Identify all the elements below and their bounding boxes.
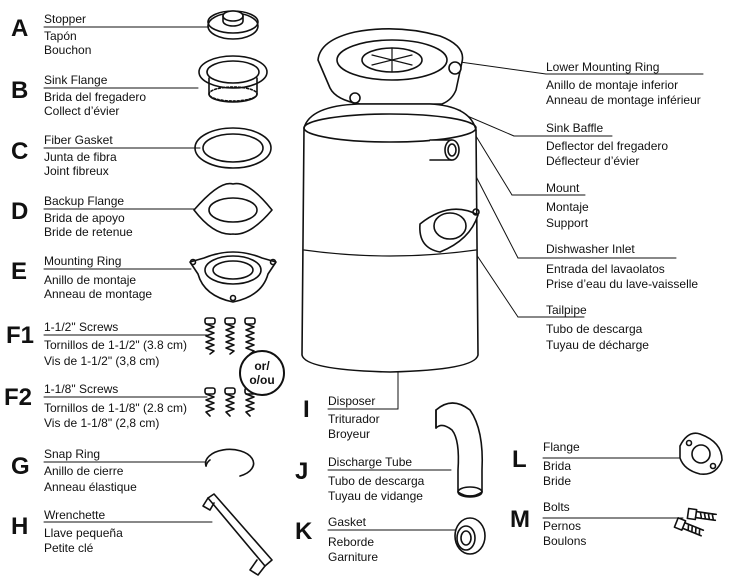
label-short-screws: 1-1/8" Screws xyxy=(44,382,119,396)
label-tailpipe-fr: Tuyau de décharge xyxy=(546,338,649,352)
label-snap-ring-fr: Anneau élastique xyxy=(44,480,137,494)
label-sink-flange-es: Brida del fregadero xyxy=(44,90,147,104)
label-sink-baffle-fr: Déflecteur d’évier xyxy=(546,154,640,168)
wrenchette-illustration xyxy=(202,493,273,576)
discharge-tube-illustration xyxy=(435,402,484,498)
gasket-illustration xyxy=(454,517,486,555)
letter-d: D xyxy=(11,198,29,225)
stopper-illustration xyxy=(207,10,259,40)
label-dishwasher-inlet-fr: Prise d’eau du lave-vaisselle xyxy=(546,277,699,291)
label-flange-fr: Bride xyxy=(543,474,572,488)
letter-c: C xyxy=(11,138,29,165)
backup-flange-illustration xyxy=(193,182,273,235)
label-backup-flange-fr: Bride de retenue xyxy=(44,225,133,239)
label-disposer-es: Triturador xyxy=(328,412,380,426)
label-backup-flange-es: Brida de apoyo xyxy=(44,211,125,225)
label-discharge-tube-fr: Tuyau de vidange xyxy=(328,489,423,503)
letter-k: K xyxy=(295,518,313,545)
label-sink-flange-fr: Collect d’évier xyxy=(44,104,120,118)
letter-h: H xyxy=(11,513,29,540)
label-gasket-es: Reborde xyxy=(328,535,375,549)
letter-f1: F1 xyxy=(6,322,35,349)
sink-flange-illustration xyxy=(198,55,268,103)
letter-b: B xyxy=(11,77,29,104)
label-stopper: Stopper xyxy=(44,12,87,26)
label-short-screws-fr: Vis de 1-1/8" (2,8 cm) xyxy=(44,416,160,430)
label-sink-flange: Sink Flange xyxy=(44,73,108,87)
letter-e: E xyxy=(11,258,28,285)
label-backup-flange: Backup Flange xyxy=(44,194,125,208)
label-lower-mounting-ring: Lower Mounting Ring xyxy=(546,60,660,74)
label-gasket-fr: Garniture xyxy=(328,550,379,564)
label-snap-ring-es: Anillo de cierre xyxy=(44,464,124,478)
letter-j: J xyxy=(295,458,309,485)
letter-m: M xyxy=(510,506,530,533)
letter-l: L xyxy=(512,446,527,473)
label-dishwasher-inlet-es: Entrada del lavaolatos xyxy=(546,262,665,276)
leader-lines xyxy=(43,26,704,531)
letter-i: I xyxy=(303,396,310,423)
label-snap-ring: Snap Ring xyxy=(44,447,101,461)
label-lower-mounting-ring-es: Anillo de montaje inferior xyxy=(546,78,679,92)
flange-illustration xyxy=(679,432,723,476)
short-screws-illustration xyxy=(204,387,256,417)
label-long-screws: 1-1/2" Screws xyxy=(44,320,119,334)
label-flange-es: Brida xyxy=(543,459,572,473)
label-sink-baffle-es: Deflector del fregadero xyxy=(546,139,669,153)
letter-f2: F2 xyxy=(4,384,33,411)
long-screws-illustration xyxy=(204,317,256,355)
label-mount-es: Montaje xyxy=(546,200,589,214)
label-disposer-fr: Broyeur xyxy=(328,427,371,441)
label-fiber-gasket-fr: Joint fibreux xyxy=(44,164,109,178)
label-discharge-tube: Discharge Tube xyxy=(328,455,413,469)
label-mounting-ring-es: Anillo de montaje xyxy=(44,273,137,287)
label-fiber-gasket-es: Junta de fibra xyxy=(44,150,117,164)
label-stopper-es: Tapón xyxy=(44,29,77,43)
disposer-illustration xyxy=(301,28,480,373)
snap-ring-illustration xyxy=(204,448,255,477)
label-gasket: Gasket xyxy=(328,515,367,529)
label-short-screws-es: Tornillos de 1-1/8" (2.8 cm) xyxy=(44,401,187,415)
label-wrenchette-fr: Petite clé xyxy=(44,541,94,555)
label-mount-fr: Support xyxy=(546,216,589,230)
label-long-screws-fr: Vis de 1-1/2" (3,8 cm) xyxy=(44,354,160,368)
label-mount: Mount xyxy=(546,181,580,195)
label-mounting-ring-fr: Anneau de montage xyxy=(44,287,153,301)
label-wrenchette: Wrenchette xyxy=(44,508,106,522)
label-flange: Flange xyxy=(543,440,580,454)
label-tailpipe: Tailpipe xyxy=(546,303,587,317)
or-badge: or/ o/ou xyxy=(239,350,285,396)
letter-a: A xyxy=(11,15,29,42)
label-mounting-ring: Mounting Ring xyxy=(44,254,122,268)
label-stopper-fr: Bouchon xyxy=(44,43,92,57)
mounting-ring-illustration xyxy=(189,251,277,303)
label-sink-baffle: Sink Baffle xyxy=(546,121,604,135)
label-wrenchette-es: Llave pequeña xyxy=(44,526,123,540)
label-bolts-fr: Boulons xyxy=(543,534,587,548)
or-line-1: or/ xyxy=(254,359,270,373)
label-tailpipe-es: Tubo de descarga xyxy=(546,322,643,336)
label-long-screws-es: Tornillos de 1-1/2" (3.8 cm) xyxy=(44,338,187,352)
label-bolts: Bolts xyxy=(543,500,570,514)
label-disposer: Disposer xyxy=(328,394,376,408)
label-dishwasher-inlet: Dishwasher Inlet xyxy=(546,242,635,256)
label-fiber-gasket: Fiber Gasket xyxy=(44,133,113,147)
letter-g: G xyxy=(11,453,30,480)
label-discharge-tube-es: Tubo de descarga xyxy=(328,474,425,488)
bolts-illustration xyxy=(673,507,717,537)
label-bolts-es: Pernos xyxy=(543,519,582,533)
label-lower-mounting-ring-fr: Anneau de montage inférieur xyxy=(546,93,701,107)
or-line-2: o/ou xyxy=(249,373,275,387)
fiber-gasket-illustration xyxy=(194,127,272,169)
